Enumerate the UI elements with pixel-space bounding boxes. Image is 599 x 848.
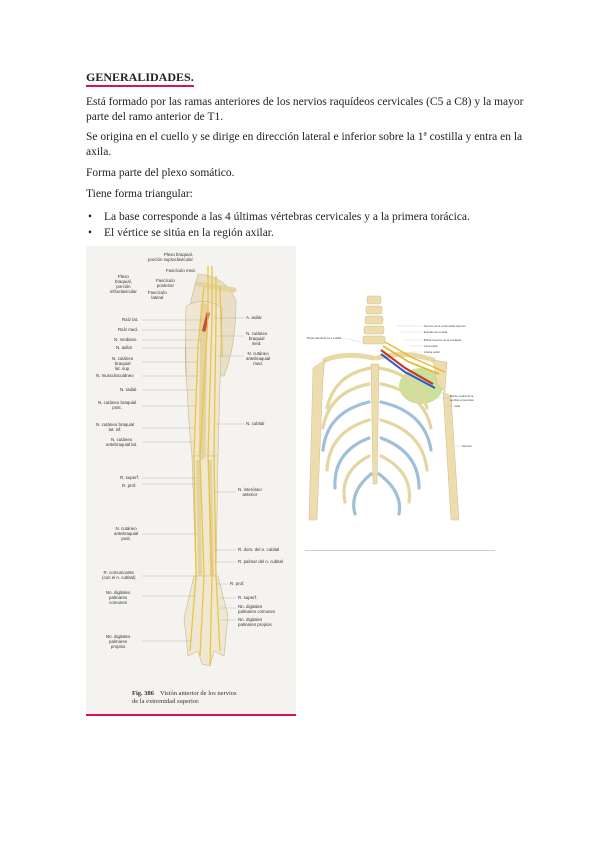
paragraph-somatic: Forma parte del plexo somático. [86, 167, 235, 179]
bullet-apex: El vértice se sitúa en la región axilar. [86, 225, 470, 241]
thorax-illustration [308, 295, 461, 521]
section-heading: GENERALIDADES. [86, 70, 194, 87]
label-superficial-branch: R. superf. [120, 475, 140, 480]
paragraph-course: Se origina en el cuello y se dirige en d… [86, 131, 523, 158]
label-musculocutaneous-nerve: N. musculocutáneo [96, 373, 134, 378]
label-median-nerve: N. mediano [114, 337, 137, 342]
paragraph-shape: Tiene forma triangular: [86, 188, 193, 200]
label-axilla: Axila [454, 404, 461, 408]
label-dorsal-branch-ulnar: R. dors. del n. cubital [238, 547, 280, 552]
label-axillary-artery-thorax: Arteria axilar [424, 350, 440, 354]
label-ulnar-nerve: N. cubital [246, 421, 265, 426]
label-axillary-nerve: N. axilar [116, 345, 133, 350]
label-plexus-supraclavicular: Plexo braquial,porción supraclavicular [148, 252, 193, 262]
label-scapula-superior-border: Borde superior de la escápula [424, 338, 462, 342]
label-medial-root: Raíz med. [118, 327, 139, 332]
label-superficial-branch-right: R. superf. [238, 595, 258, 600]
figure-thorax-brachial-plexus: Borde lateral de la 1 costilla Nervios d… [305, 288, 495, 551]
label-radial-nerve: N. radial [120, 387, 137, 392]
upper-limb-illustration [142, 266, 244, 667]
figure-upper-limb-nerves: Plexo braquial,porción supraclavicular F… [86, 246, 296, 716]
bullet-base: La base corresponde a las 4 últimas vért… [86, 209, 470, 225]
label-deep-branch: R. prof. [122, 483, 137, 488]
label-palmar-branch-ulnar: R. palmar del n. cubital [238, 559, 283, 564]
shape-bullet-list: La base corresponde a las 4 últimas vért… [86, 209, 470, 241]
paragraph-origin: Está formado por las ramas anteriores de… [86, 96, 524, 123]
label-axilla-entrance: Entrada de la axila [424, 330, 448, 334]
label-communicating-branch: R. comunicante(con el n. cubital) [102, 570, 136, 580]
label-first-rib-border: Borde lateral de la 1 costilla [307, 336, 342, 340]
label-deep-branch-right: R. prof. [230, 581, 245, 586]
label-lateral-root: Raíz lat. [122, 317, 139, 322]
caption-number: Fig. 386 [132, 690, 155, 697]
label-axillary-vein: Vena axilar [424, 344, 438, 348]
label-upper-limb-nerves: Nervios de la extremidad superior [424, 324, 466, 328]
label-axillary-artery: A. axilar [246, 315, 262, 320]
label-medial-cord: Fascículo med. [166, 268, 196, 273]
label-humerus: Húmero [462, 444, 472, 448]
